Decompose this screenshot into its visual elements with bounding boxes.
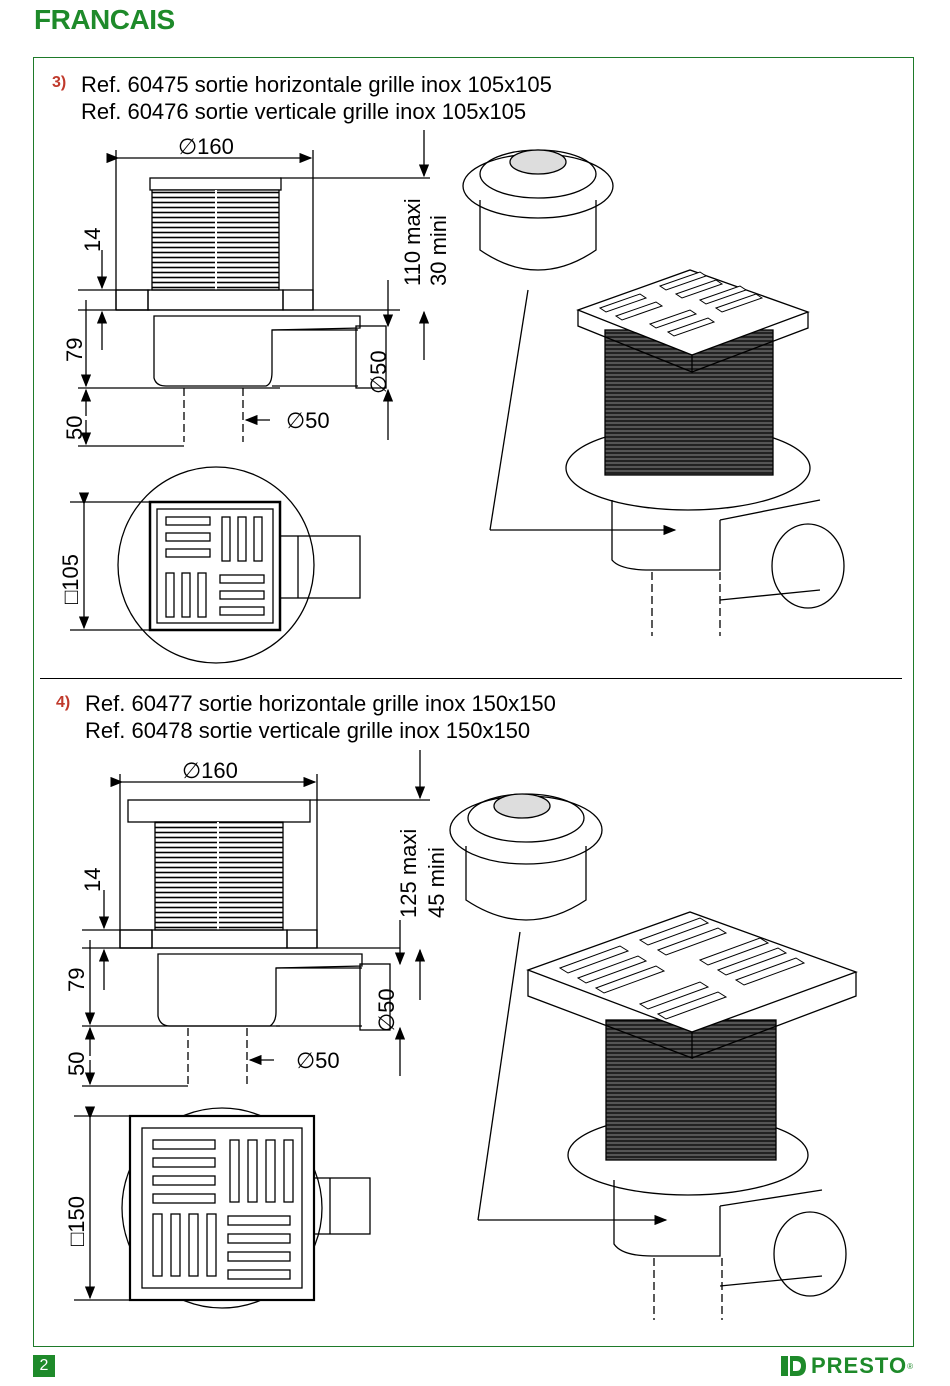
- section-4-isometric-view: [449, 793, 858, 1320]
- section-4-ref-horizontal: Ref. 60477 sortie horizontale grille ino…: [85, 691, 556, 716]
- section-4-dim-outlet-bottom: ∅50: [296, 1048, 340, 1073]
- section-4-dim-square: □150: [64, 1196, 89, 1246]
- page-number: 2: [33, 1355, 55, 1377]
- presto-logo-icon: [781, 1355, 807, 1377]
- section-divider: [40, 678, 902, 679]
- section-3-dim-square: □105: [58, 554, 83, 604]
- section-4-elevation-view: [82, 750, 430, 1087]
- section-3-dim-min: 30 mini: [426, 215, 451, 286]
- section-3-dim-diameter-top: ∅160: [178, 134, 234, 159]
- section-4-dim-diameter-top: ∅160: [182, 758, 238, 783]
- section-4-iso-grille-slots: [558, 917, 806, 1020]
- section-3-ref-horizontal: Ref. 60475 sortie horizontale grille ino…: [81, 72, 552, 97]
- content-frame: [33, 57, 914, 1347]
- section-3-elevation-view: [78, 130, 430, 447]
- section-4-plan-view: [74, 1106, 371, 1309]
- section-3-number: 3): [52, 74, 67, 91]
- section-3-ref-vertical: Ref. 60476 sortie verticale grille inox …: [81, 99, 527, 124]
- section-4-dim-min: 45 mini: [424, 847, 449, 918]
- section-4-dim-max: 125 maxi: [396, 828, 421, 918]
- section-4-ref-vertical: Ref. 60478 sortie verticale grille inox …: [85, 718, 531, 743]
- section-4-dim-14: 14: [80, 867, 105, 892]
- section-3-isometric-view: [462, 149, 845, 636]
- section-3-dim-14: 14: [80, 227, 105, 252]
- section-3-iso-grille-slots: [598, 271, 764, 337]
- section-4-dim-79: 79: [64, 967, 89, 992]
- section-3-title: Ref. 60475 sortie horizontale grille ino…: [81, 71, 552, 125]
- section-4-title: Ref. 60477 sortie horizontale grille ino…: [85, 690, 556, 744]
- language-heading: FRANCAIS: [34, 4, 175, 35]
- section-3-dim-outlet-side: ∅50: [366, 350, 391, 394]
- section-4-dim-50-left: 50: [64, 1051, 89, 1076]
- section-3-dim-outlet-bottom: ∅50: [286, 408, 330, 433]
- brand-name: PRESTO: [811, 1353, 908, 1378]
- section-4-number: 4): [56, 694, 71, 711]
- section-3-dim-max: 110 maxi: [400, 198, 425, 286]
- registered-mark: ®: [907, 1361, 913, 1371]
- section-4-dim-outlet-side: ∅50: [374, 988, 399, 1032]
- brand-logo: PRESTO®: [781, 1352, 913, 1380]
- section-3-dim-79: 79: [62, 337, 87, 362]
- section-3-plan-view: [70, 466, 361, 664]
- section-3-dim-50-left: 50: [62, 415, 87, 440]
